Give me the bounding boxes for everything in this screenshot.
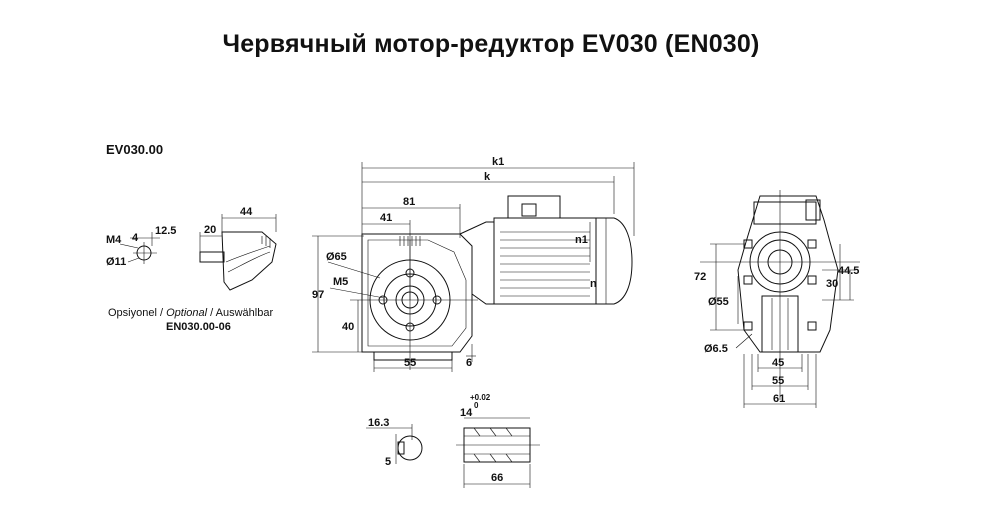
dim-tolerance-plus: +0.02 <box>470 393 491 402</box>
optional-code: EN030.00-06 <box>166 321 231 333</box>
dim-m5: M5 <box>333 276 348 288</box>
motor-adapter <box>459 221 495 305</box>
dim-40: 40 <box>342 321 354 333</box>
dim-44-5: 44.5 <box>838 265 859 277</box>
dim-d6-5: Ø6.5 <box>704 343 728 355</box>
dim-41: 41 <box>380 212 392 224</box>
dim-12-5: 12.5 <box>155 225 176 237</box>
model-label: EV030.00 <box>106 142 164 157</box>
dim-tolerance-zero: 0 <box>474 401 479 410</box>
hollow-shaft-detail: 14 +0.02 0 66 <box>456 393 540 488</box>
gearbox-housing <box>361 233 473 353</box>
dim-4: 4 <box>132 232 139 244</box>
dim-14: 14 <box>460 407 473 419</box>
dim-44: 44 <box>240 206 253 218</box>
flange-body <box>221 231 277 291</box>
shaft-end-detail: M4 4 12.5 Ø11 <box>106 225 176 268</box>
dim-n1: n1 <box>575 234 588 246</box>
optional-word-2: Optional <box>166 307 208 319</box>
dim-6: 6 <box>466 357 472 369</box>
dim-n: n <box>590 278 597 290</box>
dim-66: 66 <box>491 472 503 484</box>
dim-d55: Ø55 <box>708 296 729 308</box>
dim-20: 20 <box>204 224 216 236</box>
optional-sep-2: / <box>207 307 216 319</box>
end-housing <box>737 195 839 353</box>
dim-d65: Ø65 <box>326 251 347 263</box>
motor-fan-cover <box>596 217 633 305</box>
optional-word-3: Auswählbar <box>215 307 274 319</box>
dim-5: 5 <box>385 456 391 468</box>
dim-97: 97 <box>312 289 324 301</box>
dim-m4: M4 <box>106 234 122 246</box>
dim-k: k <box>484 171 491 183</box>
dim-d11: Ø11 <box>106 256 126 268</box>
page-title: Червячный мотор-редуктор EV030 (EN030) <box>222 30 760 58</box>
optional-word-1: Opsiyonel <box>108 307 157 319</box>
dim-61: 61 <box>773 393 785 405</box>
dim-45: 45 <box>772 357 784 369</box>
dim-30: 30 <box>826 278 838 290</box>
dim-55-front: 55 <box>404 357 416 369</box>
end-view: 72 Ø55 Ø6.5 44.5 30 45 55 61 <box>694 190 860 408</box>
terminal-box <box>507 195 561 219</box>
dim-81: 81 <box>403 196 415 208</box>
optional-flange-detail: 44 20 <box>199 206 277 291</box>
key-detail: 16.3 5 <box>366 417 423 468</box>
motor-body <box>493 217 597 305</box>
dim-72: 72 <box>694 271 706 283</box>
optional-label: Opsiyonel / Optional / Auswählbar <box>108 307 273 319</box>
dim-k1: k1 <box>492 156 504 168</box>
dim-55-end: 55 <box>772 375 784 387</box>
keyway-circle <box>397 435 423 461</box>
dim-16-3: 16.3 <box>368 417 389 429</box>
main-side-view: k1 k 81 41 Ø65 M5 <box>312 156 635 372</box>
optional-sep-1: / <box>156 307 167 319</box>
